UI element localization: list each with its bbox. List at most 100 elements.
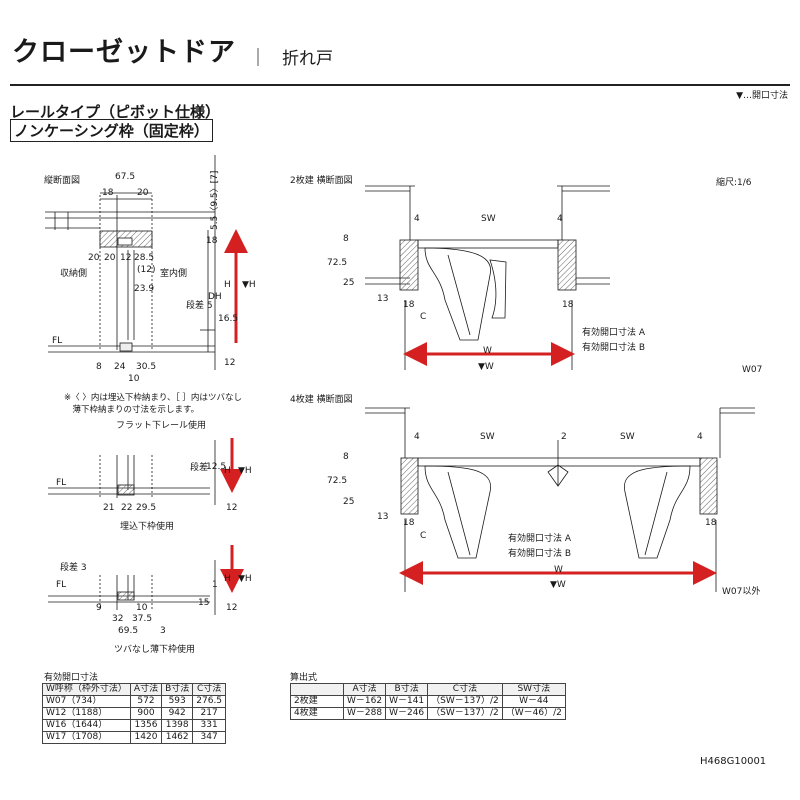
dim-18: 18 <box>102 188 114 198</box>
plan4-effective-b: 有効開口寸法 B <box>508 549 572 559</box>
plan2-w: W <box>483 346 492 356</box>
dim-12-5: 12.5 <box>206 462 227 472</box>
thin-dim-12: 12 <box>226 603 238 613</box>
plan4-dim-8: 8 <box>343 452 349 462</box>
dim-16-5: 16.5 <box>218 314 239 324</box>
plan2-dim-8: 8 <box>343 234 349 244</box>
plan2-c: C <box>420 312 427 322</box>
plan2-dim-18-left: 18 <box>403 300 415 310</box>
vertical-section-title: 縦断面図 <box>44 176 81 186</box>
embedded-h-mark: ▼H <box>238 466 252 476</box>
legend-note: ▼…開口寸法 <box>736 91 788 101</box>
plan4-dim-4-left: 4 <box>414 432 420 442</box>
plan4-effective-a: 有効開口寸法 A <box>508 534 572 544</box>
plan4-title: 4枚建 横断面図 <box>290 395 353 405</box>
plan2-dim-4-right: 4 <box>557 214 563 224</box>
plan4-w: W <box>554 565 563 575</box>
dim-9: 9 <box>96 603 102 613</box>
table-cell: W－246 <box>385 707 429 720</box>
dim-20-far: 20 <box>88 253 100 263</box>
embedded-fl-label: FL <box>56 478 67 488</box>
table-header: A寸法 <box>129 683 163 696</box>
flat-rail-caption: フラット下レール使用 <box>116 421 207 431</box>
dim-8: 8 <box>96 362 102 372</box>
thin-dansa-3: 段差 3 <box>60 563 87 573</box>
embedded-h: H <box>224 466 231 476</box>
plan-2-drawing <box>365 185 610 370</box>
table-cell: W12（1188） <box>42 707 131 720</box>
top-note: 5.5〈9.5〉[7] <box>210 170 220 230</box>
plan4-dim-13: 13 <box>377 512 389 522</box>
table-row: W12（1188） 900 942 217 <box>42 707 227 720</box>
plan4-dim-18-right: 18 <box>705 518 717 528</box>
plan2-model: W07 <box>742 365 763 375</box>
dim-28-5: 28.5 <box>134 253 155 263</box>
plan4-sw-left: SW <box>480 432 495 442</box>
plan4-w-mark: ▼W <box>550 580 566 590</box>
table-header: A寸法 <box>342 683 387 696</box>
plan4-dim-4-right: 4 <box>697 432 703 442</box>
scale-label: 縮尺:1/6 <box>716 178 752 188</box>
thin-frame-detail-drawing <box>48 560 216 615</box>
embedded-detail-drawing <box>48 440 216 505</box>
table-row: W07（734） 572 593 276.5 <box>42 695 227 708</box>
table-header: C寸法 <box>192 683 227 696</box>
table-cell: W－44 <box>501 695 566 708</box>
table-cell: 1420 <box>129 731 163 744</box>
storage-side-label: 収納側 <box>60 269 88 279</box>
table-header: B寸法 <box>385 683 429 696</box>
table-cell: （SW－137）/2 <box>427 707 503 720</box>
table-cell: 347 <box>192 731 227 744</box>
table-row: W17（1708） 1420 1462 347 <box>42 731 227 744</box>
thin-caption: ツバなし薄下枠使用 <box>114 645 196 655</box>
plan2-dim-13: 13 <box>377 294 389 304</box>
table-cell: 217 <box>192 707 227 720</box>
table-cell: 4枚建 <box>290 707 344 720</box>
page-subtitle: 折れ戸 <box>282 49 333 69</box>
dim-23-9: 23.9 <box>134 284 155 294</box>
plan2-dim-18-right: 18 <box>562 300 574 310</box>
table-cell: 1462 <box>161 731 194 744</box>
plan2-dim-72-5: 72.5 <box>327 258 348 268</box>
frame-type: ノンケーシング枠（固定枠） <box>10 119 213 142</box>
table-header: C寸法 <box>427 683 503 696</box>
dim-10: 10 <box>128 374 140 384</box>
effective-table: W呼称（枠外寸法） A寸法 B寸法 C寸法 W07（734） 572 593 2… <box>42 683 227 744</box>
table-header: B寸法 <box>161 683 194 696</box>
plan2-sw: SW <box>481 214 496 224</box>
plan4-model: W07以外 <box>722 587 761 597</box>
table-cell: W－288 <box>342 707 387 720</box>
product-code: H468G10001 <box>700 756 767 767</box>
table-row: W16（1644） 1356 1398 331 <box>42 719 227 732</box>
plan4-sw-right: SW <box>620 432 635 442</box>
embedded-dansa-label: 段差 <box>190 463 209 473</box>
plan4-dim-2: 2 <box>561 432 567 442</box>
dim-30-5: 30.5 <box>136 362 157 372</box>
table-cell: 593 <box>161 695 194 708</box>
table-header: SW寸法 <box>501 683 566 696</box>
table-cell: 942 <box>161 707 194 720</box>
dim-69-5: 69.5 <box>118 626 139 636</box>
plan2-w-mark: ▼W <box>478 362 494 372</box>
table-cell: W－162 <box>342 695 387 708</box>
dim-12-paren: (12) <box>137 265 156 275</box>
plan-4-drawing <box>365 407 755 592</box>
note-line-2: 薄下枠納まりの寸法を示します。 <box>64 405 200 415</box>
table-cell: W17（1708） <box>42 731 131 744</box>
dim-12-vertical: 12 <box>224 358 236 368</box>
plan2-dim-25: 25 <box>343 278 355 288</box>
thin-fl-label: FL <box>56 580 67 590</box>
table-header-row: W呼称（枠外寸法） A寸法 B寸法 C寸法 <box>42 683 227 696</box>
table-cell: 572 <box>129 695 163 708</box>
plan4-dim-72-5: 72.5 <box>327 476 348 486</box>
table-header <box>290 683 344 696</box>
dim-dh: DH <box>208 292 222 302</box>
table-cell: （W－46）/2 <box>501 707 566 720</box>
table-row: 2枚建 W－162 W－141 （SW－137）/2 W－44 <box>290 695 566 708</box>
table-cell: W16（1644） <box>42 719 131 732</box>
table-cell: 900 <box>129 707 163 720</box>
dim-67-5: 67.5 <box>115 172 136 182</box>
plan4-c: C <box>420 531 427 541</box>
table-row: 4枚建 W－288 W－246 （SW－137）/2 （W－46）/2 <box>290 707 566 720</box>
